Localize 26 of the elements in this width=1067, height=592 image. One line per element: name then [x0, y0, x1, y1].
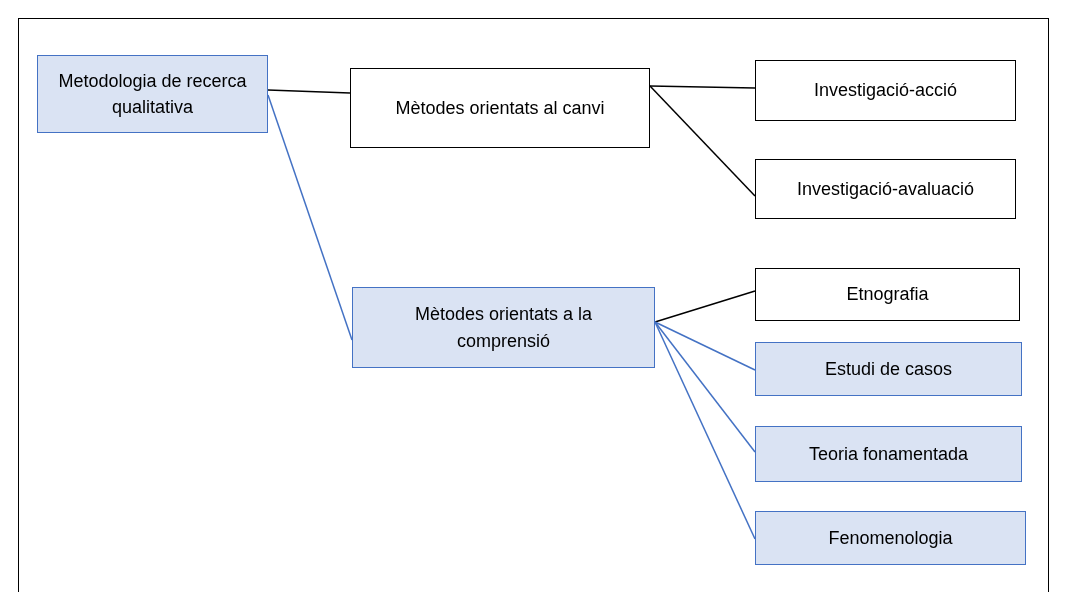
box-label: Investigació-avaluació — [796, 177, 975, 201]
method-box — [755, 511, 1026, 565]
box-label: Metodologia de recerca qualitativa — [57, 69, 248, 119]
box-label: Mètodes orientats a la comprensió — [413, 303, 594, 353]
method-box — [755, 60, 1016, 121]
method-box — [352, 287, 655, 368]
connector-line — [267, 89, 351, 94]
connector-line — [654, 321, 756, 540]
connector-line — [654, 321, 756, 371]
connector-line — [649, 85, 756, 89]
box-label: Fenomenologia — [828, 526, 953, 550]
box-label: Teoria fonamentada — [808, 442, 969, 466]
connector-line — [654, 290, 756, 323]
connector-line — [267, 94, 353, 341]
connector-line — [654, 321, 756, 453]
method-box — [755, 426, 1022, 482]
box-label: Mètodes orientats al canvi — [395, 96, 605, 120]
box-label: Investigació-acció — [813, 79, 958, 103]
method-box — [37, 55, 268, 133]
method-box — [755, 268, 1020, 321]
method-box — [755, 342, 1022, 396]
connector-line — [649, 85, 756, 197]
method-box — [350, 68, 650, 148]
box-label: Etnografia — [846, 283, 929, 307]
method-box — [755, 159, 1016, 219]
box-label: Estudi de casos — [824, 357, 953, 381]
